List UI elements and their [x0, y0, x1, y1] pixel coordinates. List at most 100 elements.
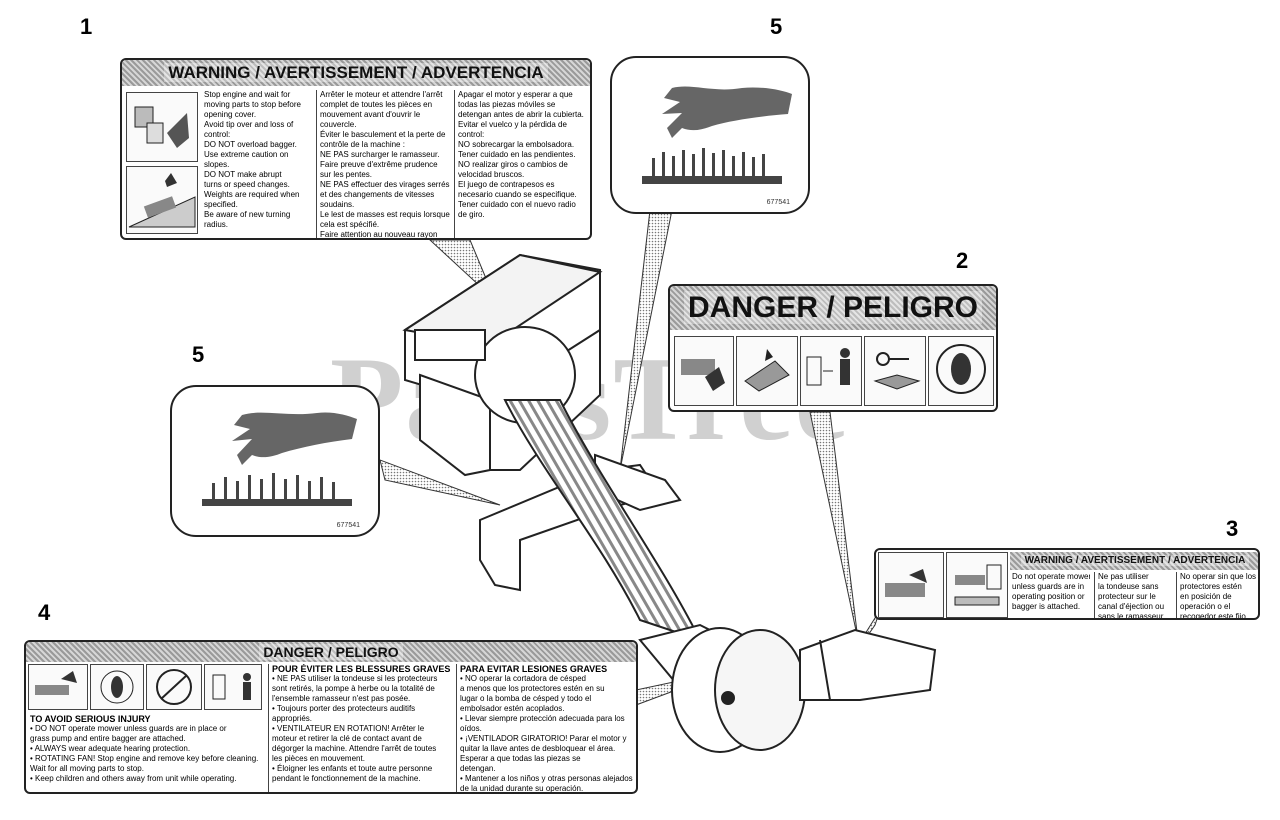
- decal-text-line: • NO operar la cortadora de césped: [460, 674, 586, 683]
- callout-number-5-top: 5: [770, 14, 783, 39]
- decal-text-line: protectores estén: [1180, 582, 1242, 591]
- danger-decal-4: DANGER / PELIGRO TO AVOID SERIOUS INJURY…: [24, 640, 638, 794]
- decal-text-line: slopes.: [204, 160, 230, 169]
- decal-header: DANGER / PELIGRO: [670, 286, 996, 330]
- decal-text-line: et des changements de vitesses: [320, 190, 435, 199]
- decal-text-line: moteur et retirer la clé de contact avan…: [272, 734, 422, 743]
- decal-text-line: dégorger la machine. Attendre l'arrêt de…: [272, 744, 437, 753]
- decal4-french-text: POUR ÉVITER LES BLESSURES GRAVES • NE PA…: [268, 664, 456, 792]
- decal-text-line: Avoid tip over and loss of: [204, 120, 294, 129]
- decal-text-line: • ALWAYS wear adequate hearing protectio…: [30, 744, 191, 753]
- decal-text-line: pendant le fonctionnement de la machine.: [272, 774, 421, 783]
- danger-decal-2: DANGER / PELIGRO: [668, 284, 998, 412]
- decal4-spanish-text: PARA EVITAR LESIONES GRAVES • NO operar …: [456, 664, 636, 792]
- decal-text-line: quitar la llave antes de desbloquear el …: [460, 744, 616, 753]
- decal-text-line: operating position or: [1012, 592, 1085, 601]
- decal-part-code: 677541: [766, 199, 790, 206]
- thrown-objects-icon: [736, 336, 798, 406]
- decal-text-line: • Keep children and others away from uni…: [30, 774, 237, 783]
- decal-text-line: Apagar el motor y esperar a que: [458, 90, 573, 99]
- decal-text-line: soudains.: [320, 200, 355, 209]
- decal-text-line: opening cover.: [204, 110, 257, 119]
- callout-number-2: 2: [956, 248, 969, 273]
- decal4-french-title: POUR ÉVITER LES BLESSURES GRAVES: [272, 664, 451, 674]
- decal-text-line: DO NOT make abrupt: [204, 170, 282, 179]
- decal-text-line: lugar o la bomba de césped y todo el: [460, 694, 592, 703]
- decal-text-line: detengan.: [460, 764, 496, 773]
- keep-away-icon: [800, 336, 862, 406]
- decal-text-line: bagger is attached.: [1012, 602, 1081, 611]
- decal-text-line: mouvement avant d'ouvrir le: [320, 110, 421, 119]
- decal-text-line: Evitar el vuelco y la pérdida de: [458, 120, 567, 129]
- blower-hand-icon: [28, 664, 88, 710]
- decal-text-line: Faire attention au nouveau rayon: [320, 230, 438, 238]
- callout-number-3: 3: [1226, 516, 1239, 541]
- decal4-english-text: TO AVOID SERIOUS INJURY • DO NOT operate…: [30, 714, 264, 792]
- callout-number-4: 4: [38, 600, 51, 625]
- hand-in-cover-icon: [126, 92, 198, 162]
- decal-text-line: control:: [204, 130, 231, 139]
- decal-text-line: Arrêter le moteur et attendre l'arrêt: [320, 90, 443, 99]
- decal-text-line: detengan antes de abrir la cubierta.: [458, 110, 584, 119]
- leader-line-2: [809, 411, 859, 641]
- decal-text-line: velocidad bruscos.: [458, 170, 525, 179]
- decal-text-line: Tener cuidado en las pendientes.: [458, 150, 576, 159]
- remove-key-manual-icon: [864, 336, 926, 406]
- decal-text-line: Ne pas utiliser: [1098, 572, 1149, 581]
- leader-line-5-top: [619, 209, 673, 471]
- decal-text-line: contrôle de la machine :: [320, 140, 405, 149]
- decal-text-line: todas las piezas móviles se: [458, 100, 556, 109]
- hand-over-fan-icon: [642, 86, 792, 184]
- rotating-fan-prohibited-icon: [146, 664, 202, 710]
- decal-text-line: • ROTATING FAN! Stop engine and remove k…: [30, 754, 259, 763]
- decal-text-line: Esperar a que todas las piezas se: [460, 754, 581, 763]
- hearing-protection-icon: [928, 336, 994, 406]
- hand-fan-decal-top: 677541: [610, 56, 810, 214]
- decal-text-line: Tener cuidado con el nuevo radio: [458, 200, 576, 209]
- bagger-attached-icon: [946, 552, 1008, 618]
- decal-part-code: 677541: [336, 522, 360, 529]
- decal-text-line: control:: [458, 130, 485, 139]
- decal-text-line: en posición de: [1180, 592, 1232, 601]
- decal-header: DANGER / PELIGRO: [26, 642, 636, 662]
- decal-text-line: les pièces en mouvement.: [272, 754, 365, 763]
- decal-text-line: unless guards are in: [1012, 582, 1085, 591]
- decal-text-line: No operar sin que los: [1180, 572, 1257, 581]
- decal-text-line: sur les pentes.: [320, 170, 373, 179]
- decal-text-line: cela est spécifié.: [320, 220, 380, 229]
- decal-text-line: • Llevar siempre protección adecuada par…: [460, 714, 625, 723]
- decal-text-line: oídos.: [460, 724, 482, 733]
- decal-text-line: turns or speed changes.: [204, 180, 290, 189]
- decal-text-line: radius.: [204, 220, 229, 229]
- decal-text-line: a menos que los protectores estén en su: [460, 684, 605, 693]
- leader-line-5-left: [379, 459, 501, 506]
- decal-text-line: Éviter le basculement et la perte de: [320, 130, 446, 139]
- decal-text-line: NE PAS effectuer des virages serrés: [320, 180, 450, 189]
- decal-text-line: Do not operate mower: [1012, 572, 1090, 581]
- decal-text-line: recogedor este fijo.: [1180, 612, 1249, 618]
- decal-text-line: NE PAS surcharger le ramasseur.: [320, 150, 440, 159]
- blower-housing: [638, 623, 937, 753]
- decal-text-line: operación o el: [1180, 602, 1231, 611]
- blower-hand-icon: [674, 336, 734, 406]
- decal4-english-title: TO AVOID SERIOUS INJURY: [30, 714, 151, 724]
- decal-text-line: • Toujours porter des protecteurs auditi…: [272, 704, 416, 713]
- decal-text-line: embolsador estén acoplados.: [460, 704, 565, 713]
- decal-text-line: Faire preuve d'extrême prudence: [320, 160, 438, 169]
- decal-text-line: canal d'éjection ou: [1098, 602, 1165, 611]
- hand-fan-decal-left: 677541: [170, 385, 380, 537]
- decal-text-line: Le lest de masses est requis lorsque: [320, 210, 450, 219]
- decal-text-line: specified.: [204, 200, 238, 209]
- decal-text-line: • ¡VENTILADOR GIRATORIO! Parar el motor …: [460, 734, 627, 743]
- decal-text-line: DO NOT overload bagger.: [204, 140, 297, 149]
- decal-text-line: Stop engine and wait for: [204, 90, 291, 99]
- decal-text-line: de giro.: [458, 210, 485, 219]
- decal-text-line: l'ensemble ramasseur n'est pas posée.: [272, 694, 411, 703]
- decal-text-line: de la unidad durante su operación.: [460, 784, 584, 792]
- decal-text-line: complet de toutes les pièces en: [320, 100, 433, 109]
